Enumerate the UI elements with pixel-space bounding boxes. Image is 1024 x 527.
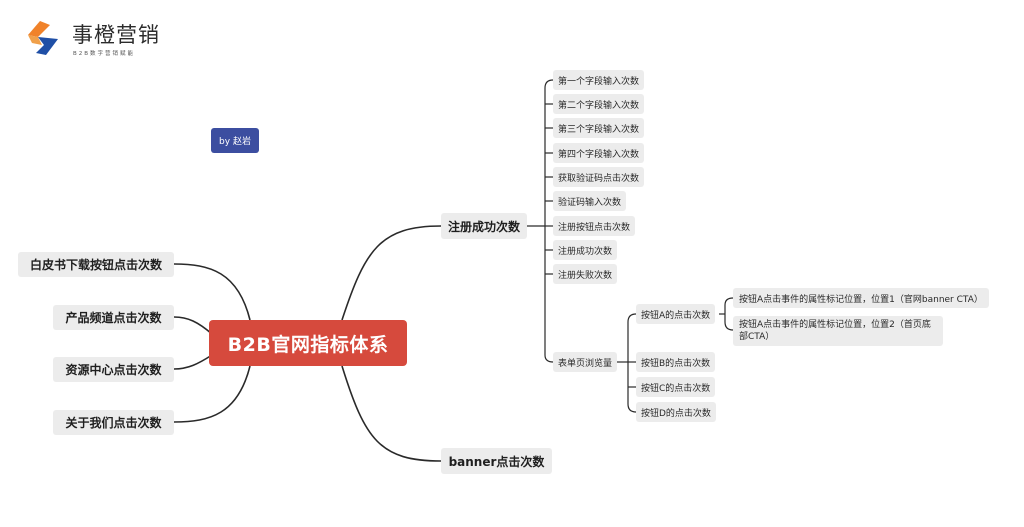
root-node: B2B官网指标体系 — [209, 320, 407, 366]
connector-root-left-4 — [173, 365, 251, 423]
node-about-us: 关于我们点击次数 — [53, 410, 174, 435]
company-logo: 事橙营销 B2B数字营销赋能 — [24, 19, 184, 61]
connector-formviews-bracket — [627, 313, 637, 413]
node-code-input: 验证码输入次数 — [553, 191, 627, 211]
node-button-a-position-2: 按钮A点击事件的属性标记位置，位置2（首页底部CTA） — [733, 316, 943, 346]
node-banner-clicks: banner点击次数 — [441, 448, 552, 474]
node-product-channel: 产品频道点击次数 — [53, 305, 174, 330]
node-button-a-clicks: 按钮A的点击次数 — [636, 304, 716, 324]
logo-name: 事橙营销 — [72, 23, 160, 47]
node-field4-input: 第四个字段输入次数 — [553, 143, 645, 163]
connector-buttonA-bracket — [724, 297, 734, 331]
author-badge: by 赵岩 — [211, 128, 259, 153]
node-form-page-views: 表单页浏览量 — [553, 352, 618, 372]
node-field1-input: 第一个字段输入次数 — [553, 70, 645, 90]
node-register-button-click: 注册按钮点击次数 — [553, 216, 636, 236]
node-field3-input: 第三个字段输入次数 — [553, 118, 645, 138]
connector-root-left-3 — [173, 354, 213, 370]
node-resource-center: 资源中心点击次数 — [53, 357, 174, 382]
node-whitepaper-download: 白皮书下载按钮点击次数 — [18, 252, 174, 277]
connector-root-register — [341, 225, 442, 321]
node-get-code-click: 获取验证码点击次数 — [553, 167, 645, 187]
node-button-a-position-1: 按钮A点击事件的属性标记位置，位置1（官网banner CTA） — [733, 288, 989, 308]
logo-tagline: B2B数字营销赋能 — [73, 51, 136, 57]
logo-mark-icon — [28, 21, 58, 55]
node-register-fail-count: 注册失败次数 — [553, 264, 618, 284]
connector-root-left-2 — [173, 316, 213, 335]
node-button-c-clicks: 按钮C的点击次数 — [636, 377, 716, 397]
connector-register-bracket — [544, 79, 554, 363]
connector-root-banner — [341, 365, 442, 462]
node-button-b-clicks: 按钮B的点击次数 — [636, 352, 716, 372]
node-button-d-clicks: 按钮D的点击次数 — [636, 402, 716, 422]
node-register-success: 注册成功次数 — [441, 213, 527, 239]
node-field2-input: 第二个字段输入次数 — [553, 94, 645, 114]
node-register-success-count: 注册成功次数 — [553, 240, 618, 260]
connector-root-left-1 — [173, 263, 251, 321]
